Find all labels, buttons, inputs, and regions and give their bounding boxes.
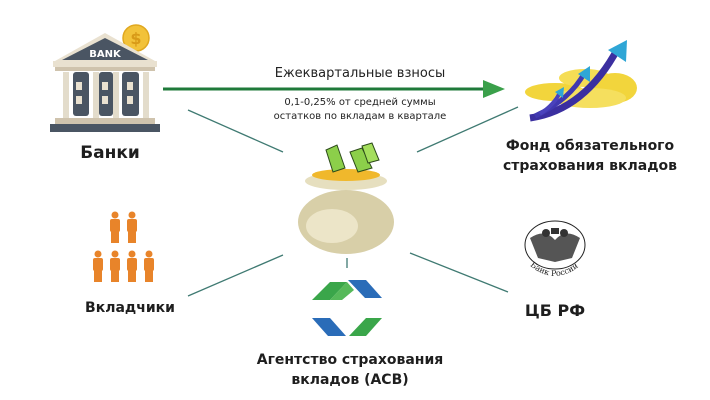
flow-detail: 0,1-0,25% от средней суммы остатков по в… [240,96,480,124]
person-figure [144,250,154,282]
node-label-fund: Фонд обязательного страхования вкладов [480,136,700,176]
svg-text:$: $ [130,29,141,48]
connector-depositors-center [187,254,284,297]
cbr-seal-text: Банк России [529,260,580,278]
connector-cbr-center [409,252,509,293]
person-figure [127,250,137,282]
person-figure [127,211,137,243]
person-figure [110,211,120,243]
bank-sign-text: BANK [89,49,122,60]
node-label-asv: Агентство страхования вкладов (АСВ) [220,350,480,390]
asv-label-line1: Агентство страхования [256,352,444,368]
node-label-banks: Банки [80,143,140,163]
connector-banks-center [187,109,284,153]
flow-arrow-head [483,80,505,98]
fund-label-line1: Фонд обязательного [505,138,675,154]
connector-fund-center [416,106,519,153]
svg-text:Банк России: Банк России [529,260,580,278]
person-figure [93,250,103,282]
asv-label-line2: вкладов (АСВ) [291,372,409,388]
flow-title: Ежеквартальные взносы [274,66,446,81]
person-figure [110,250,120,282]
fund-label-line2: страхования вкладов [502,158,678,174]
node-label-depositors: Вкладчики [85,300,175,316]
node-label-cbr: ЦБ РФ [524,301,586,320]
flow-detail-line2: остатков по вкладам в квартале [273,111,447,122]
flow-detail-line1: 0,1-0,25% от средней суммы [284,97,436,108]
